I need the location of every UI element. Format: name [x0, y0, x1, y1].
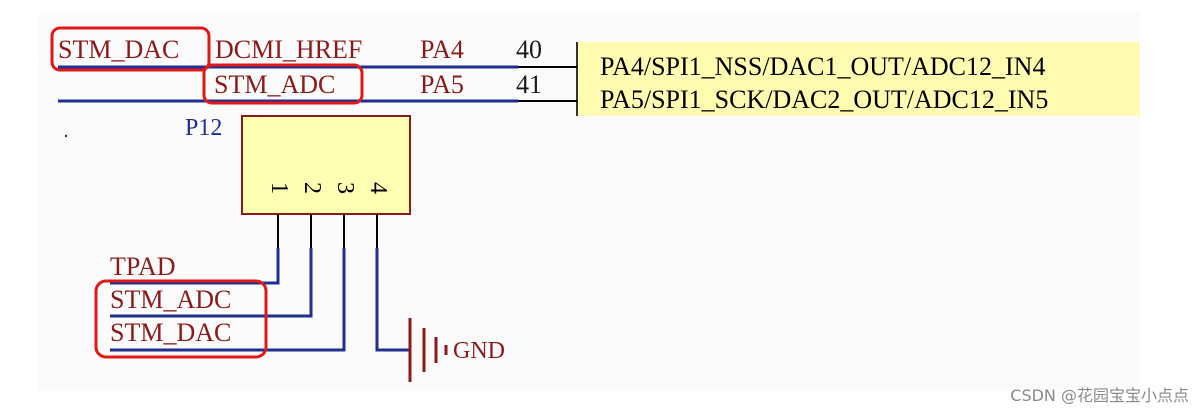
ground-icon: [408, 318, 448, 382]
wire-bottom-adc: [110, 248, 313, 318]
net-label-pa5: PA5: [420, 70, 464, 99]
stray-dot: [64, 134, 68, 138]
connector-pin-2: 2: [299, 182, 325, 194]
net-label-dcmi-href: DCMI_HREF: [215, 35, 362, 64]
highlight-top-stm-adc: [202, 63, 364, 105]
net-label-top-stm-adc: STM_ADC: [214, 70, 335, 99]
net-label-bottom-stm-dac: STM_DAC: [110, 318, 231, 347]
mcu-pin-41-name: PA5/SPI1_SCK/DAC2_OUT/ADC12_IN5: [600, 85, 1048, 114]
connector-body: [241, 115, 411, 215]
connector-pin-4: 4: [365, 182, 391, 194]
highlight-top-stm-dac: [50, 26, 211, 72]
net-label-top-stm-dac: STM_DAC: [58, 35, 179, 64]
net-label-tpad: TPAD: [110, 252, 176, 281]
highlight-bottom-stm-adc-dac: [94, 279, 268, 359]
pin-number-40: 40: [516, 35, 542, 64]
watermark-text: CSDN @花园宝宝小点点: [1010, 386, 1189, 405]
connector-ref-p12: P12: [185, 115, 222, 141]
mcu-pin-block: [577, 42, 1140, 116]
pin-number-41: 41: [516, 70, 542, 99]
connector-pin-3: 3: [332, 182, 358, 194]
wire-gnd: [375, 248, 408, 352]
net-label-pa4: PA4: [420, 35, 464, 64]
connector-pin-1: 1: [266, 182, 292, 194]
net-label-gnd: GND: [453, 338, 505, 364]
net-label-bottom-stm-adc: STM_ADC: [110, 285, 231, 314]
mcu-pin-40-name: PA4/SPI1_NSS/DAC1_OUT/ADC12_IN4: [600, 52, 1045, 81]
wire-bottom-dac: [110, 248, 346, 352]
wire-tpad: [110, 248, 280, 285]
